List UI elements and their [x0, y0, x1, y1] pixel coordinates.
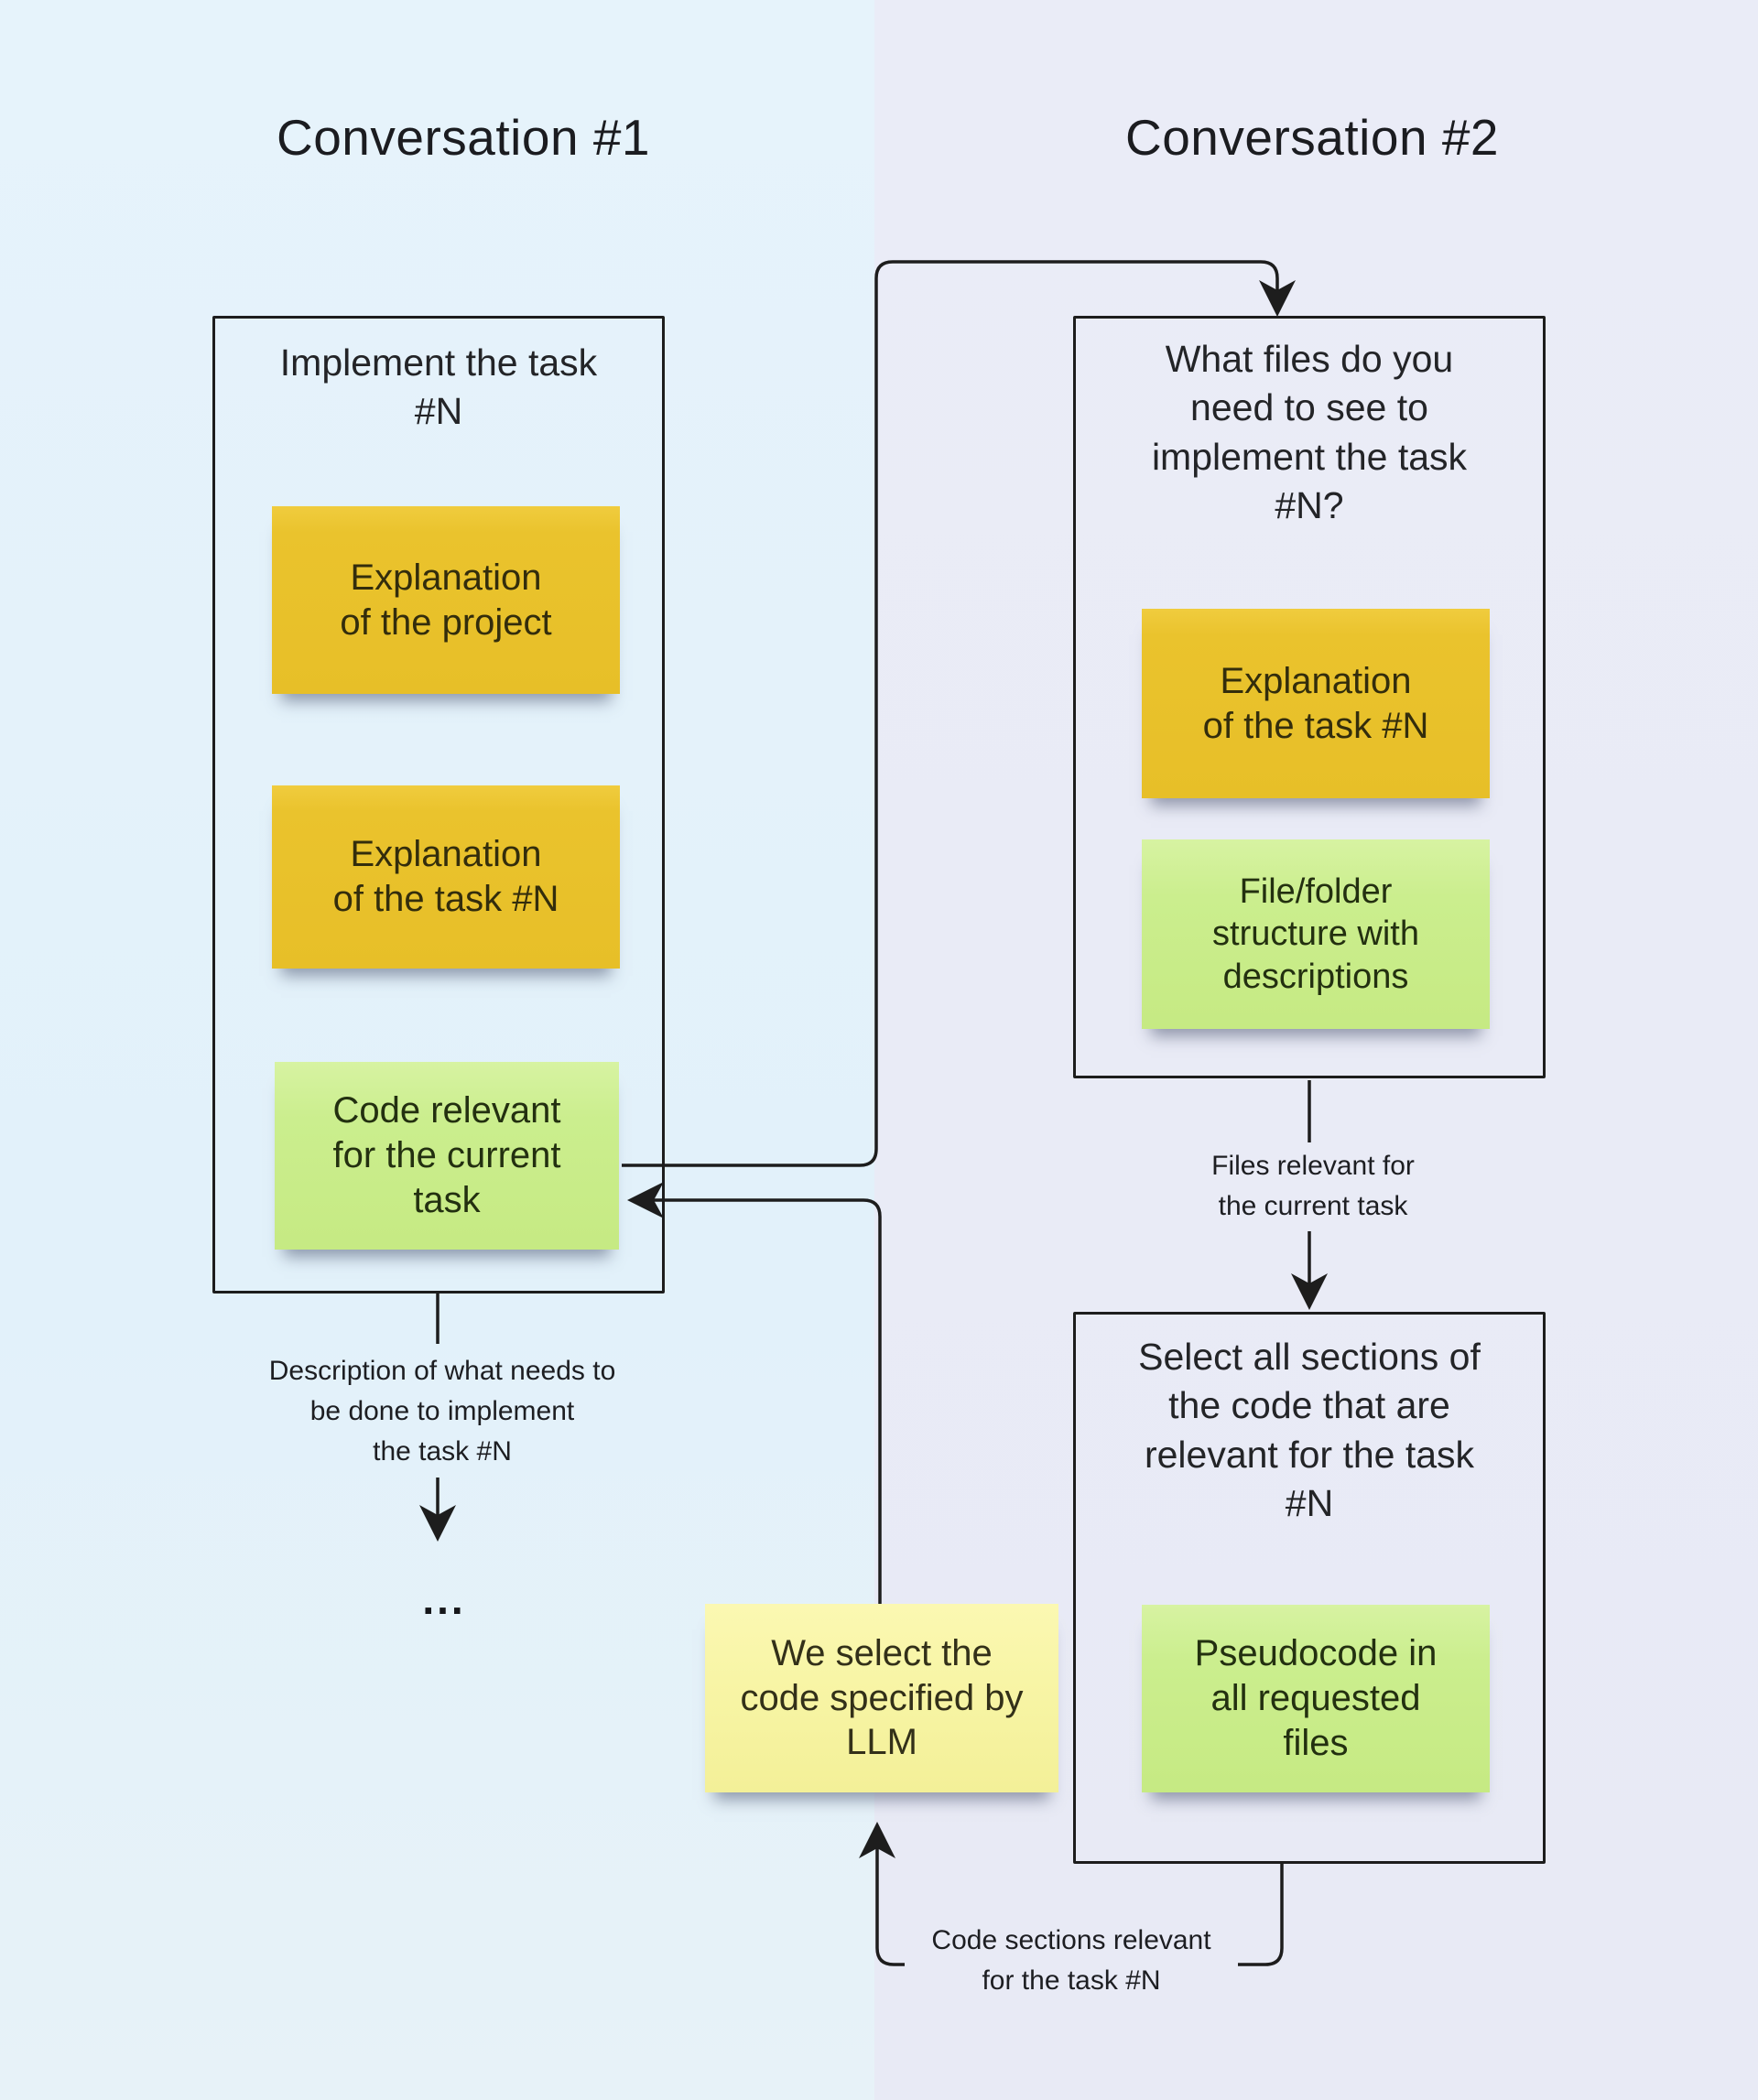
sticky-note-explanation-of-project: Explanation of the project: [272, 506, 620, 694]
sticky-note-explanation-of-task-conv2: Explanation of the task #N: [1142, 609, 1490, 798]
conv1-implement-task-box: Implement the task #N: [212, 316, 665, 1294]
edge-label-code-sections: Code sections relevant for the task #N: [905, 1921, 1238, 2002]
sticky-note-pseudocode: Pseudocode in all requested files: [1142, 1605, 1490, 1792]
conversation1-title: Conversation #1: [276, 109, 651, 166]
conv2-what-files-box: What files do you need to see to impleme…: [1073, 316, 1546, 1078]
sticky-note-explanation-of-task-conv1: Explanation of the task #N: [272, 785, 620, 969]
sticky-note-code-relevant: Code relevant for the current task: [275, 1062, 619, 1250]
sticky-note-file-folder-structure: File/folder structure with descriptions: [1142, 839, 1490, 1029]
sticky-note-we-select-code: We select the code specified by LLM: [705, 1604, 1058, 1792]
conv2-select-sections-box: Select all sections of the code that are…: [1073, 1312, 1546, 1864]
edge-label-files-relevant: Files relevant for the current task: [1211, 1151, 1415, 1222]
conv2-box1-title: What files do you need to see to impleme…: [1151, 338, 1468, 526]
conversation2-title: Conversation #2: [1124, 109, 1500, 166]
conv1-box-title: Implement the task #N: [279, 341, 598, 433]
ellipsis-continuation: ...: [422, 1575, 466, 1623]
edge-label-description: Description of what needs to be done to …: [268, 1356, 616, 1467]
conv2-box2-title: Select all sections of the code that are…: [1138, 1336, 1481, 1524]
